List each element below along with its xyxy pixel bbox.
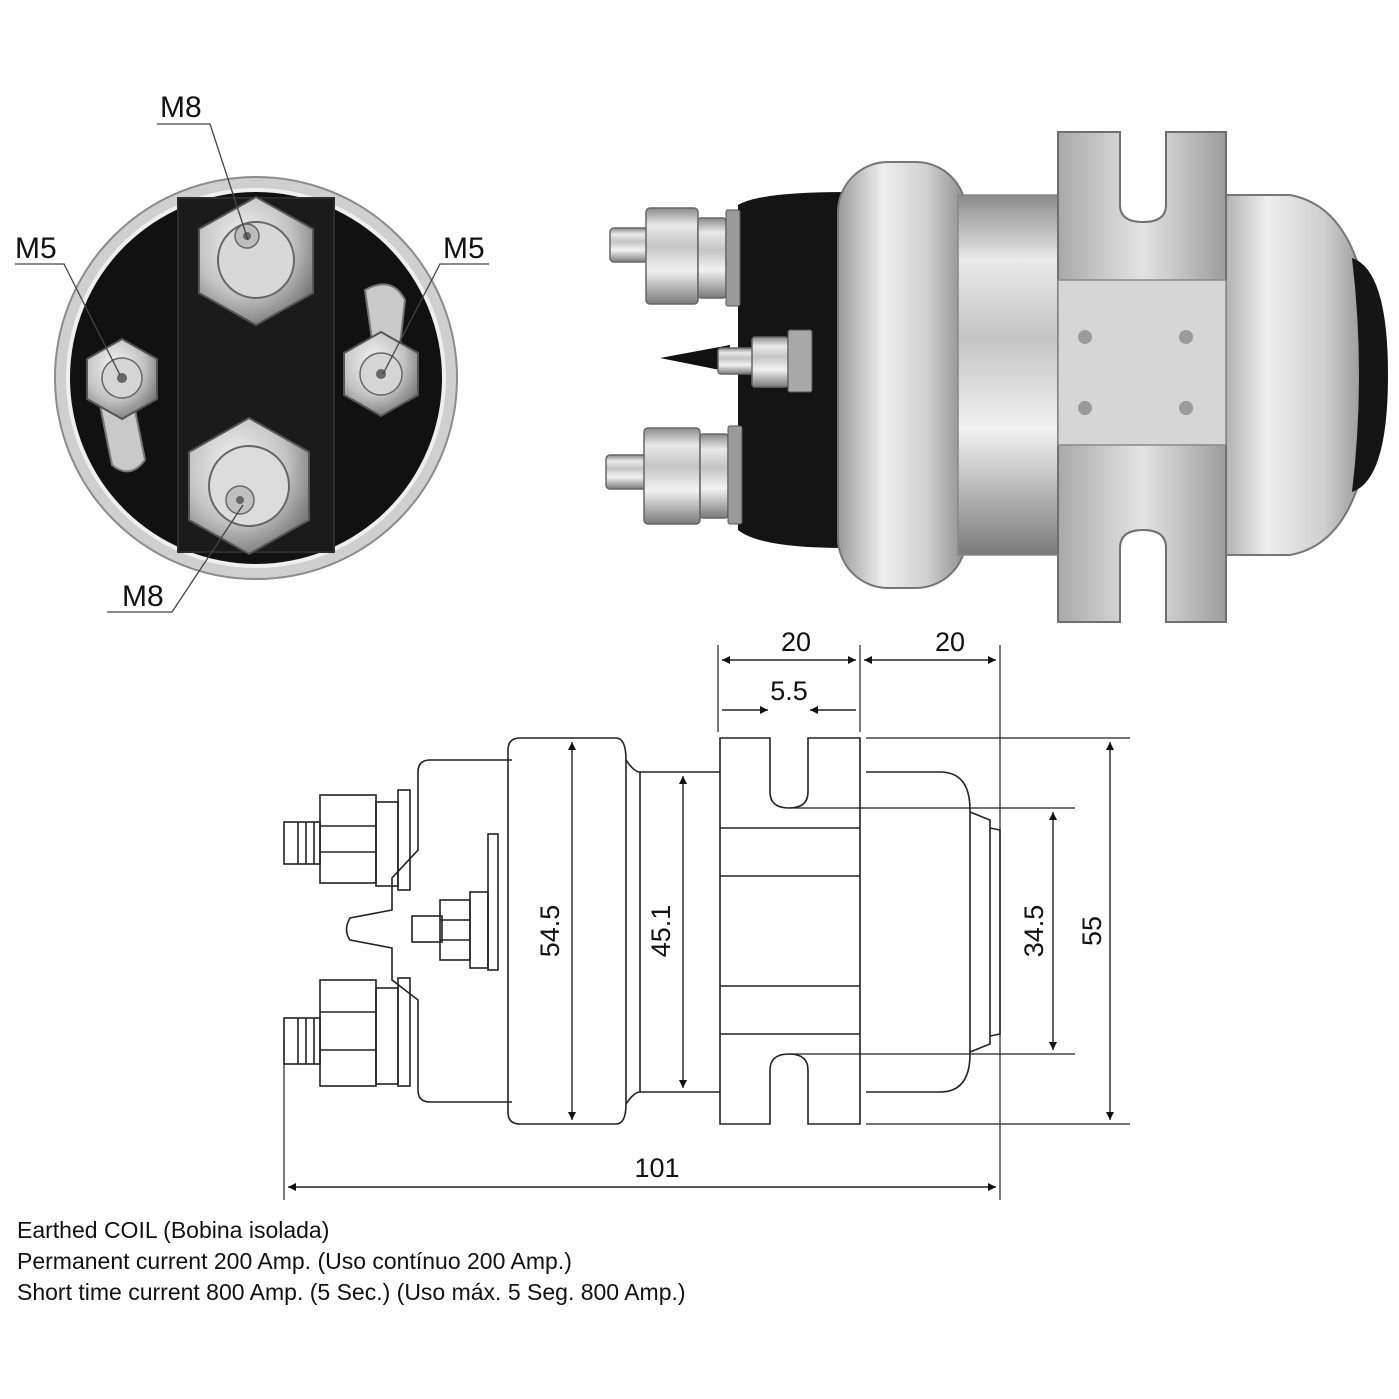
side-view bbox=[605, 131, 1388, 623]
side-view-end-cap bbox=[1209, 194, 1374, 556]
solenoid-diagram: M8 M5 M5 M8 bbox=[15, 91, 1388, 1200]
side-view-end-seal bbox=[1352, 258, 1388, 492]
drawing-bracket-bands bbox=[720, 827, 860, 1035]
side-view-body bbox=[957, 194, 1069, 556]
side-view-flange bbox=[837, 161, 967, 589]
spec-notes: Earthed COIL (Bobina isolada) Permanent … bbox=[17, 1215, 686, 1308]
side-view-pin bbox=[660, 345, 730, 372]
drawing-end-cap bbox=[866, 771, 971, 1093]
end-view-right-m5-terminal bbox=[343, 330, 419, 418]
side-view-bracket bbox=[1057, 131, 1227, 623]
side-view-upper-terminal bbox=[609, 207, 741, 307]
drawing-lower-stud bbox=[283, 977, 411, 1087]
leader-bottom-m8 bbox=[107, 504, 244, 613]
dim-overall-length: 101 bbox=[634, 1153, 679, 1183]
dim-flange-diameter: 54.5 bbox=[535, 905, 565, 958]
dim-slot-width: 5.5 bbox=[770, 676, 808, 706]
note-short-time-current: Short time current 800 Amp. (5 Sec.) (Us… bbox=[17, 1279, 686, 1305]
side-view-middle-terminal bbox=[717, 329, 813, 393]
technical-drawing bbox=[283, 645, 1130, 1200]
label-right-m5: M5 bbox=[443, 232, 485, 265]
end-view-top-m8-terminal bbox=[198, 195, 314, 327]
label-left-m5: M5 bbox=[15, 232, 57, 265]
leader-right-m5 bbox=[382, 263, 489, 375]
dim-body-diameter: 45.1 bbox=[646, 905, 676, 958]
label-top-m8: M8 bbox=[160, 91, 202, 124]
drawing-body bbox=[640, 771, 720, 1093]
label-bottom-m8: M8 bbox=[122, 580, 164, 613]
drawing-bracket bbox=[719, 737, 861, 1125]
drawing-terminal-block bbox=[345, 759, 512, 1103]
drawing-flange bbox=[507, 737, 641, 1125]
end-view-bottom-m8-terminal bbox=[188, 416, 310, 556]
leader-left-m5 bbox=[15, 263, 121, 376]
dim-bracket-width: 20 bbox=[781, 627, 811, 657]
dim-bracket-height: 55 bbox=[1077, 916, 1107, 946]
dim-bracket-to-end: 20 bbox=[935, 627, 965, 657]
end-view: M8 M5 M5 M8 bbox=[15, 91, 489, 613]
note-coil: Earthed COIL (Bobina isolada) bbox=[17, 1217, 330, 1243]
drawing-middle-stud bbox=[411, 833, 499, 971]
note-permanent-current: Permanent current 200 Amp. (Uso contínuo… bbox=[17, 1248, 572, 1274]
extension-lines bbox=[283, 645, 1130, 1200]
side-view-lower-terminal bbox=[605, 425, 743, 525]
drawing-end-seal bbox=[969, 811, 1001, 1053]
end-view-left-m5-terminal bbox=[86, 337, 158, 421]
dim-end-cap-diameter: 34.5 bbox=[1019, 905, 1049, 958]
drawing-upper-stud bbox=[283, 789, 411, 891]
leader-top-m8 bbox=[157, 123, 249, 241]
